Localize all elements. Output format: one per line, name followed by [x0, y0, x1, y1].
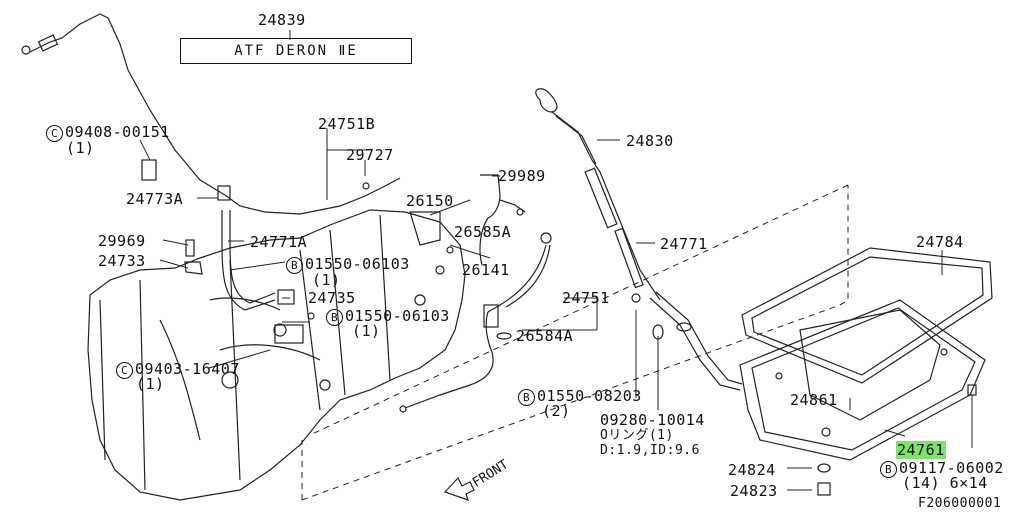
part-24861: 24861: [790, 391, 838, 409]
part-24823: 24823: [730, 482, 778, 500]
part-number: 01550-08203: [537, 387, 642, 405]
part-24735: 24735: [308, 289, 356, 307]
part-24771a: 24771A: [250, 233, 308, 251]
part-26141: 26141: [462, 261, 510, 279]
filler-tube-24771a: [221, 210, 276, 311]
drawing-code: F206000001: [918, 496, 1002, 511]
part-24761: 24761: [896, 441, 946, 459]
part-24773a: 24773A: [126, 190, 184, 208]
oring-dims: D:1.9,ID:9.6: [600, 443, 700, 458]
small-parts: [141, 159, 552, 344]
qty-09403: (1): [136, 375, 165, 393]
part-29727: 29727: [346, 146, 394, 164]
part-29969: 29969: [98, 232, 146, 250]
part-number: 01550-06103: [305, 255, 410, 273]
note-box: ATF DERON ⅡE: [180, 38, 412, 64]
part-number: 09408-00151: [65, 123, 170, 141]
qty-01550-b: (1): [352, 322, 381, 340]
part-26585a: 26585A: [454, 223, 512, 241]
qty-09408: (1): [66, 139, 95, 157]
part-24839: 24839: [258, 11, 306, 29]
dipstick-24830: [535, 88, 661, 301]
qty-01550-c: (2): [542, 402, 571, 420]
qty-01550-a: (1): [312, 271, 341, 289]
part-24771: 24771: [660, 235, 708, 253]
part-29989: 29989: [498, 167, 546, 185]
qty-09117: (14) 6×14: [902, 474, 988, 492]
highlight-marker: 24761: [896, 441, 946, 459]
part-number: 09403-16407: [135, 360, 240, 378]
part-24751b: 24751B: [318, 115, 376, 133]
part-number: 01550-06103: [345, 307, 450, 325]
part-number: 09117-06002: [899, 459, 1004, 477]
type-b-marker: B: [286, 257, 303, 274]
front-arrow: [443, 476, 475, 501]
pan-gasket-24784: [741, 247, 993, 384]
type-c-marker: C: [46, 125, 63, 142]
bolts: [817, 384, 977, 496]
oring-note: Oリング(1): [600, 428, 674, 443]
part-26150: 26150: [406, 192, 454, 210]
part-24824: 24824: [728, 461, 776, 479]
type-c-marker: C: [116, 362, 133, 379]
part-09280-10014: 09280-10014: [600, 411, 705, 429]
type-b-marker: B: [880, 461, 897, 478]
dashed-boundary: [301, 184, 849, 501]
oil-pan-24761: [739, 299, 986, 461]
type-b-marker: B: [326, 309, 343, 326]
wire-harness-24751: [399, 244, 551, 413]
part-24751: 24751: [562, 289, 610, 307]
part-24784: 24784: [916, 233, 964, 251]
throttle-cable: [21, 13, 401, 215]
part-26584a: 26584A: [516, 327, 574, 345]
part-24830: 24830: [626, 132, 674, 150]
type-b-marker: B: [518, 389, 535, 406]
guide-pipe-24771: [631, 291, 743, 391]
part-24733: 24733: [98, 252, 146, 270]
